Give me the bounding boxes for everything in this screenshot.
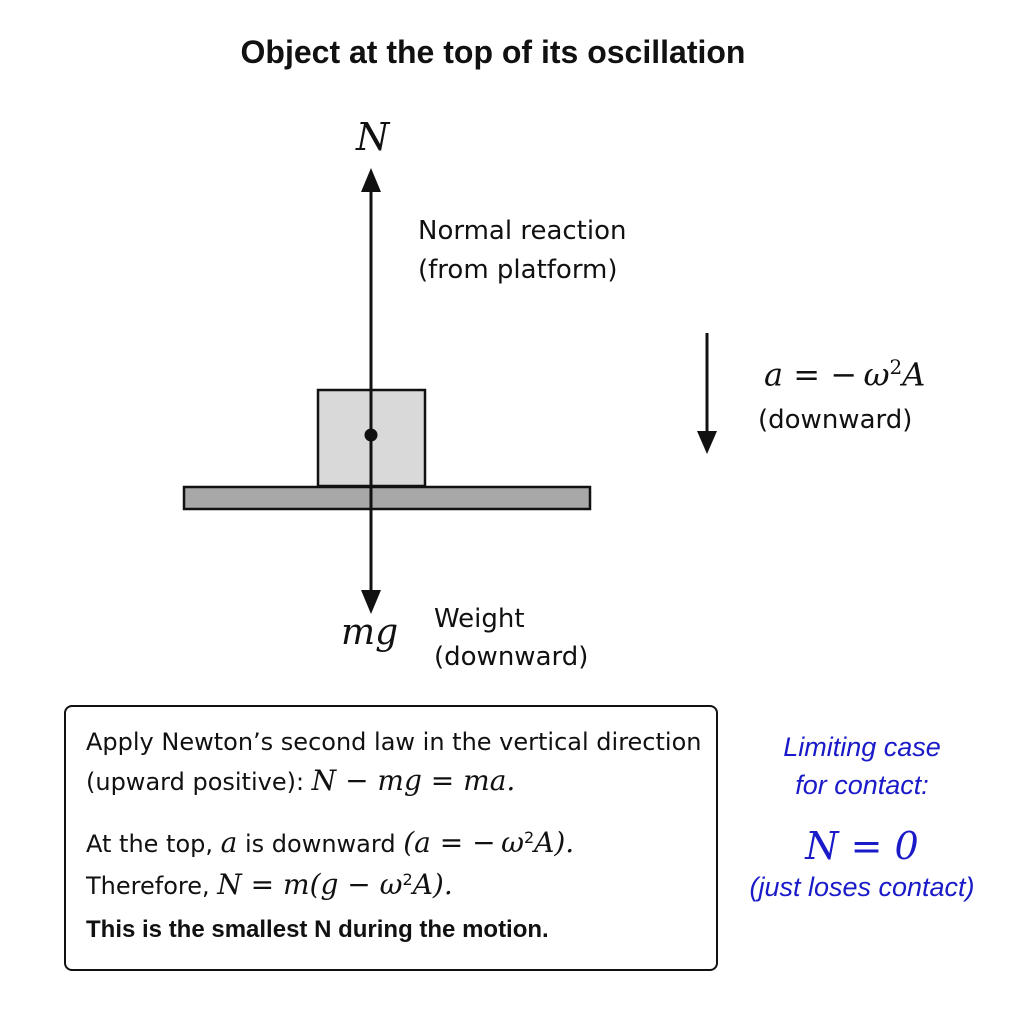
weight-label-line2: (downward) [434, 642, 589, 672]
weight-arrow [361, 435, 381, 614]
acceleration-equation: a = − ω2A [764, 348, 925, 394]
explanation-line4-math-b: A). [412, 868, 453, 901]
limiting-case-note: (just loses contact) [749, 872, 975, 902]
normal-force-arrow [361, 168, 381, 435]
explanation-line4-exponent: 2 [402, 870, 413, 889]
acceleration-arrow [697, 333, 717, 454]
normal-force-symbol: N [356, 115, 390, 159]
explanation-line4-math-a: N = m(g − ω [217, 868, 403, 901]
explanation-line5: This is the smallest N during the motion… [86, 916, 549, 943]
explanation-line1: Apply Newton’s second law in the vertica… [86, 728, 702, 756]
explanation-line3: At the top, a is downward (a = − ω2A). [86, 826, 574, 859]
acceleration-direction: (downward) [758, 405, 913, 435]
explanation-line3-math1: a [220, 826, 238, 859]
explanation-box [64, 705, 718, 971]
normal-force-label-line1: Normal reaction [418, 216, 627, 246]
explanation-line2-math: N − mg = ma. [311, 764, 516, 797]
normal-force-label-line2: (from platform) [418, 255, 618, 285]
limiting-case-title-line2: for contact: [795, 770, 929, 800]
acceleration-eq-rhs: A [902, 355, 926, 394]
limiting-case-title: Limiting case for contact: [742, 728, 982, 804]
explanation-line2-text: (upward positive): [86, 768, 312, 796]
limiting-case-equation: N = 0 [805, 824, 919, 868]
platform [182, 485, 592, 511]
explanation-line4-text: Therefore, [86, 872, 218, 900]
limiting-case-title-line1: Limiting case [783, 732, 941, 762]
center-of-mass-dot [364, 428, 378, 442]
acceleration-eq-exponent: 2 [889, 355, 903, 379]
explanation-line3-exponent: 2 [523, 828, 535, 847]
explanation-line3-a: At the top, [86, 830, 221, 858]
weight-symbol: mg [341, 612, 399, 653]
explanation-line3-math2b: A). [534, 826, 575, 859]
diagram-title: Object at the top of its oscillation [240, 34, 746, 70]
acceleration-eq-lhs: a = − ω [764, 355, 890, 394]
explanation-line3-math2a: (a = − ω [403, 826, 524, 859]
explanation-line4: Therefore, N = m(g − ω2A). [86, 868, 453, 901]
explanation-line3-b: is downward [237, 830, 404, 858]
weight-label-line1: Weight [434, 604, 525, 634]
explanation-line2: (upward positive): N − mg = ma. [86, 764, 515, 797]
